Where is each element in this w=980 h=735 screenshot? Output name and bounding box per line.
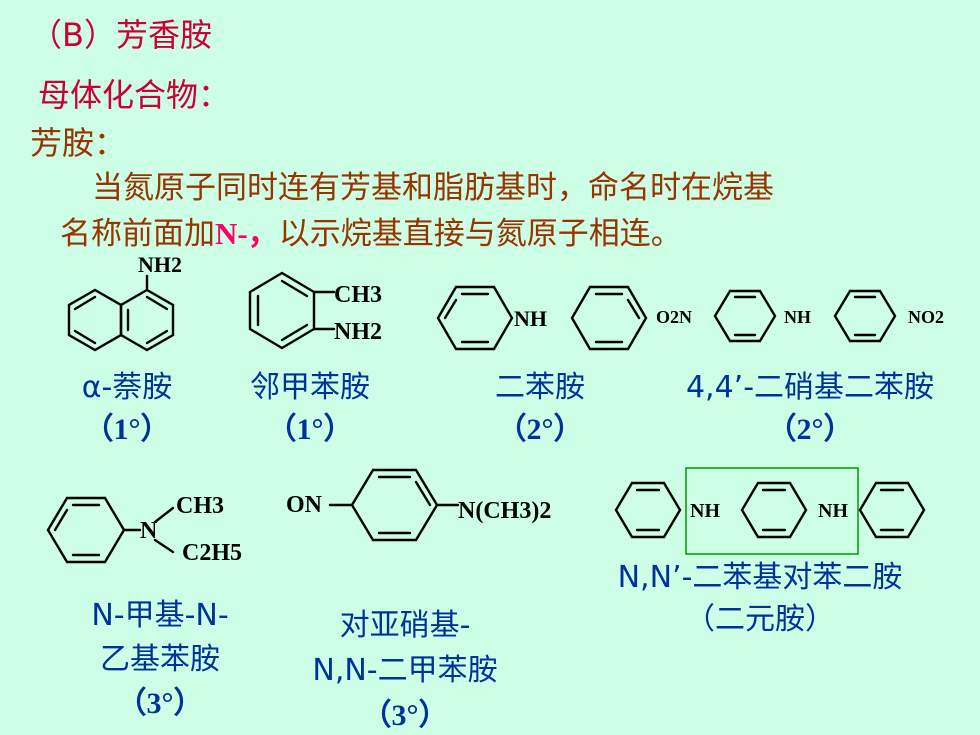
class-naphthylamine: （1°） xyxy=(83,413,171,446)
name-ethylaniline-line-1: N-甲基-N- xyxy=(91,598,229,633)
structure-n-methyl-n-ethylaniline: N CH3 C2H5 xyxy=(46,493,242,566)
ethylaniline-ch3-label: CH3 xyxy=(176,493,224,519)
naphthylamine-nh2-label: NH2 xyxy=(138,252,182,277)
nitroso-nme2-label: N(CH3)2 xyxy=(458,498,551,524)
class-ethylaniline: （3°） xyxy=(116,687,204,720)
nitroso-on-label: ON xyxy=(286,492,323,518)
name-ethylaniline-line-2: 乙基苯胺 xyxy=(100,642,220,677)
class-diphenylamine: （2°） xyxy=(496,413,584,446)
structure-naphthylamine: NH2 xyxy=(67,252,182,352)
class-diphenyl-phenylenediamine: （二元胺） xyxy=(685,602,835,637)
diamine-nh-left-label: NH xyxy=(690,500,720,522)
section-heading: （B）芳香胺 xyxy=(30,16,212,54)
o-toluidine-nh2-label: NH2 xyxy=(334,319,382,345)
name-naphthylamine: α-萘胺 xyxy=(81,370,173,405)
o-toluidine-ch3-label: CH3 xyxy=(334,282,382,308)
paragraph-line-1: 当氮原子同时连有芳基和脂肪基时，命名时在烷基 xyxy=(92,170,774,206)
dinitro-o2n-label: O2N xyxy=(656,307,692,327)
structure-diphenyl-phenylenediamine: NH NH xyxy=(614,467,926,555)
structure-dinitrodiphenylamine: O2N NH NO2 xyxy=(656,289,944,343)
name-diphenyl-phenylenediamine: N,N’-二苯基对苯二胺 xyxy=(617,560,903,595)
diphenylamine-nh-label: NH xyxy=(514,306,547,331)
paragraph-line-2-suffix: 以示烷基直接与氮原子相连。 xyxy=(278,216,682,252)
highlight-box xyxy=(685,467,859,555)
subtitle: 母体化合物： xyxy=(38,76,231,114)
paragraph-line-2-prefix: 名称前面加 xyxy=(60,216,215,252)
paragraph-line-2: 名称前面加N-，以示烷基直接与氮原子相连。 xyxy=(60,208,682,253)
diamine-nh-right-label: NH xyxy=(818,500,848,522)
name-o-toluidine: 邻甲苯胺 xyxy=(250,370,370,405)
dinitro-no2-label: NO2 xyxy=(908,307,944,327)
class-nitroso: （3°） xyxy=(361,699,449,732)
class-dinitrodiphenylamine: （2°） xyxy=(766,413,854,446)
structure-nitroso-dimethylaniline: ON N(CH3)2 xyxy=(286,468,551,542)
dinitro-nh-label: NH xyxy=(784,307,811,327)
paragraph-highlight: N-， xyxy=(215,216,279,251)
ethylaniline-c2h5-label: C2H5 xyxy=(182,540,242,566)
name-dinitrodiphenylamine: 4,4’-二硝基二苯胺 xyxy=(685,370,935,405)
structure-diphenylamine: NH xyxy=(436,285,648,351)
structure-o-toluidine: CH3 NH2 xyxy=(248,271,382,350)
label-aromatic-amine: 芳胺： xyxy=(30,124,127,162)
name-diphenylamine: 二苯胺 xyxy=(495,370,585,405)
class-o-toluidine: （1°） xyxy=(266,413,354,446)
ethylaniline-n-label: N xyxy=(140,518,158,544)
name-nitroso-line-1: 对亚硝基- xyxy=(339,608,471,643)
name-nitroso-line-2: N,N-二甲苯胺 xyxy=(312,653,498,688)
